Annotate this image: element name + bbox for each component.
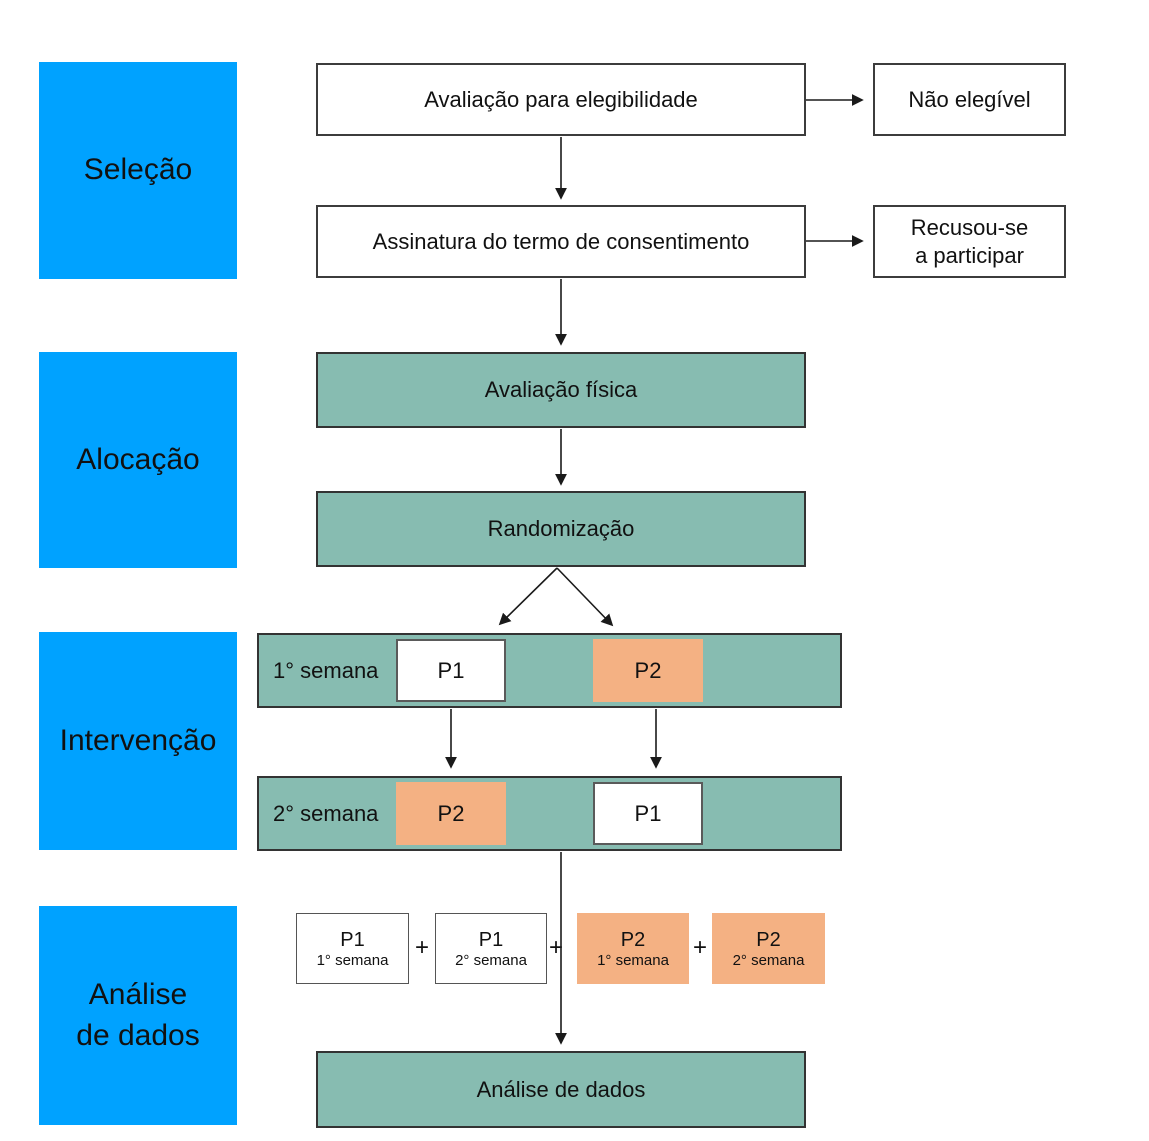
stage-analise-label-line2: de dados [76,1018,200,1052]
week1-p2-cell: P2 [593,639,703,702]
refused-to-participate-box: Recusou-se a participar [873,205,1066,278]
analysis-term-p1-week2: P1 2° semana [435,913,547,984]
analysis-term-p2-week1: P2 1° semana [577,913,689,984]
physical-assessment-box: Avaliação física [316,352,806,428]
week1-p1-cell: P1 [396,639,506,702]
term4-group: P2 [756,928,781,951]
stage-intervencao: Intervenção [39,632,237,850]
refused-text-line1: Recusou-se [910,215,1029,240]
data-analysis-text: Análise de dados [476,1076,646,1102]
refused-text-line2: a participar [915,242,1024,268]
term1-group: P1 [340,928,365,951]
term3-week: 1° semana [597,951,669,969]
stage-selecao-label: Seleção [83,153,193,187]
plus-sign-3: + [692,934,708,961]
consent-signature-text: Assinatura do termo de consentimento [372,228,750,254]
stage-alocacao: Alocação [39,352,237,568]
week2-p1-text: P1 [634,800,662,826]
week2-p2-text: P2 [437,800,465,826]
week1-band: 1° semana P1 P2 [257,633,842,708]
consent-signature-box: Assinatura do termo de consentimento [316,205,806,278]
stage-analise-label-line1: Análise [88,978,188,1011]
week2-p2-cell: P2 [396,782,506,845]
stage-selecao: Seleção [39,62,237,279]
arrow-randomization-to-week1-left [498,567,558,626]
randomization-box: Randomização [316,491,806,567]
term1-week: 1° semana [316,951,389,969]
physical-assessment-text: Avaliação física [484,377,638,403]
data-analysis-box: Análise de dados [316,1051,806,1128]
week1-p1-text: P1 [437,657,465,683]
randomization-text: Randomização [487,516,635,542]
term4-week: 2° semana [732,951,805,969]
term3-group: P2 [620,928,646,951]
plus-sign-1: + [414,934,430,961]
week1-label: 1° semana [273,657,379,683]
week2-band: 2° semana P2 P1 [257,776,842,851]
stage-analise-de-dados: Análise de dados [39,906,237,1125]
week2-label: 2° semana [273,800,379,826]
analysis-term-p2-week2: P2 2° semana [712,913,825,984]
stage-alocacao-label: Alocação [76,442,200,476]
eligibility-assessment-box: Avaliação para elegibilidade [316,63,806,136]
term2-week: 2° semana [455,951,527,969]
arrow-randomization-to-week1-right [556,567,614,627]
week2-p1-cell: P1 [593,782,703,845]
week1-p2-text: P2 [634,657,662,683]
plus-sign-2: + [548,934,564,961]
analysis-term-p1-week1: P1 1° semana [296,913,409,984]
eligibility-assessment-text: Avaliação para elegibilidade [424,86,698,112]
not-eligible-box: Não elegível [873,63,1066,136]
not-eligible-text: Não elegível [908,86,1031,112]
stage-intervencao-label: Intervenção [59,723,217,757]
term2-group: P1 [478,928,504,951]
